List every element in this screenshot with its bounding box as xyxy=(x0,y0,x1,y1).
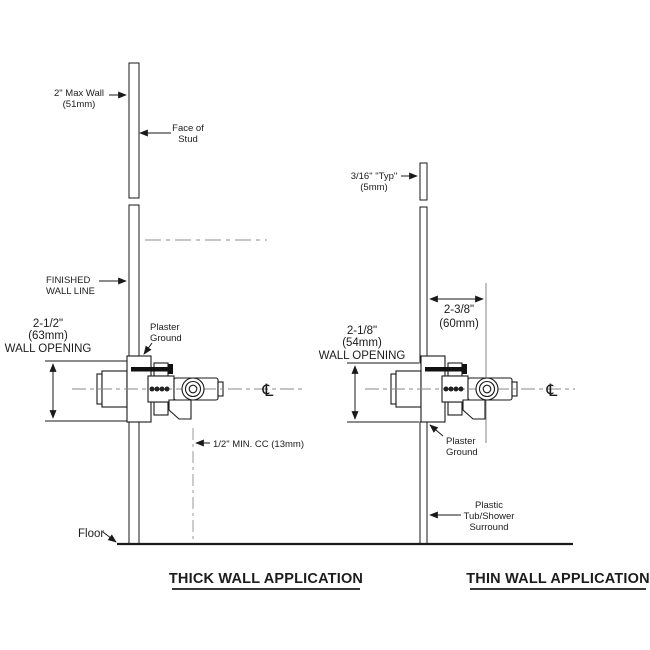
thread-coils xyxy=(443,386,464,392)
max-wall-label: 2" Max Wall xyxy=(54,88,104,99)
wall-segment-top xyxy=(128,62,140,199)
finished-wall-label2: WALL LINE xyxy=(46,286,95,297)
floor-label: Floor xyxy=(78,528,104,540)
thin-surround-wall xyxy=(419,162,428,545)
min-cc-label: 1/2" MIN. CC (13mm) xyxy=(213,439,304,450)
typ-label-mm: (5mm) xyxy=(360,182,387,193)
max-wall-label-mm: (51mm) xyxy=(63,99,96,110)
plaster-ground-label-left2: Ground xyxy=(150,333,182,344)
opening-dim-right-in: 2-1/8" xyxy=(347,325,377,337)
leader-lines xyxy=(99,91,461,543)
plaster-ground-label-left: Plaster xyxy=(150,322,180,333)
mounting-bolt xyxy=(425,367,465,372)
mounting-bolt xyxy=(131,367,171,372)
thick-wall-title: THICK WALL APPLICATION xyxy=(169,571,363,587)
opening-dim-right-mm: (54mm) xyxy=(342,337,382,349)
cartridge-stem xyxy=(188,384,198,394)
plaster-ground-leader-right xyxy=(429,424,444,437)
thick-stud-wall xyxy=(128,62,140,545)
cartridge-stem xyxy=(482,384,492,394)
opening-dim-left-mm: (63mm) xyxy=(28,330,68,342)
bolt-nut xyxy=(168,364,173,374)
thin-wall-title: THIN WALL APPLICATION xyxy=(466,571,650,587)
wall-segment-middle xyxy=(419,206,428,364)
surround-label: Plastic xyxy=(475,500,503,511)
offset-dim-mm: (60mm) xyxy=(439,318,479,330)
surround-label2: Tub/Shower xyxy=(464,511,515,522)
bottom-outlet xyxy=(168,399,192,420)
mounting-step-bottom xyxy=(447,401,463,416)
wall-segment-middle xyxy=(128,204,140,359)
plaster-ground-label-right: Plaster xyxy=(446,436,476,447)
finished-wall-label: FINISHED xyxy=(46,275,90,286)
opening-dim-right-caption: WALL OPENING xyxy=(319,350,406,362)
floor-leader xyxy=(102,531,117,543)
surround-label3: Surround xyxy=(469,522,508,533)
wall-segment-bottom xyxy=(419,421,428,545)
face-of-stud-label2: Stud xyxy=(178,134,198,145)
wall-segment-top xyxy=(419,162,428,201)
mounting-step-bottom xyxy=(153,401,169,416)
cartridge-right xyxy=(443,377,499,401)
dimension-lines xyxy=(45,283,487,443)
plaster-ground-leader-left xyxy=(143,342,153,355)
cartridge-left xyxy=(149,377,205,401)
opening-dim-left-in: 2-1/2" xyxy=(33,318,63,330)
plaster-ground-label-right2: Ground xyxy=(446,447,478,458)
opening-dim-left-caption: WALL OPENING xyxy=(5,343,92,355)
typ-label: 3/16" "Typ" xyxy=(351,171,398,182)
wall-segment-bottom xyxy=(128,421,140,545)
bolt-nut xyxy=(462,364,467,374)
centerline-symbol-left: ℄ xyxy=(262,381,274,401)
centerline-symbol-right: ℄ xyxy=(546,381,558,401)
bottom-outlet xyxy=(462,399,486,420)
face-of-stud-label: Face of xyxy=(172,123,204,134)
thread-coils xyxy=(149,386,170,392)
offset-dim-in: 2-3/8" xyxy=(444,304,474,316)
